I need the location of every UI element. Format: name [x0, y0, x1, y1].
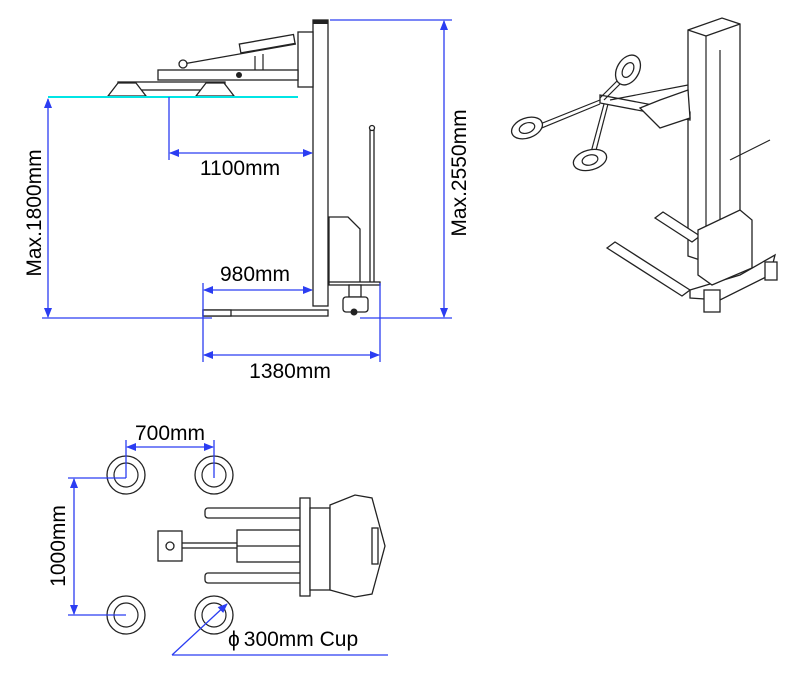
cylinder-pin	[178, 59, 188, 69]
cylinder-rod	[182, 43, 297, 65]
handle	[369, 128, 375, 284]
dim-cup-length: 1000mm	[47, 505, 70, 587]
dim-overall-length: 1380mm	[249, 360, 331, 383]
dim-reach: 1100mm	[200, 157, 280, 180]
caster-mount	[348, 284, 362, 298]
iso-cup-2	[510, 116, 544, 140]
top-carriage	[299, 497, 311, 597]
side-view	[48, 19, 381, 317]
dim-cup-width: 700mm	[135, 422, 205, 445]
iso-cup-1	[614, 54, 642, 86]
diameter-symbol: ϕ	[228, 628, 240, 651]
battery-housing	[328, 216, 361, 284]
iso-wheel	[703, 289, 721, 313]
mast	[312, 19, 329, 307]
side-dimensions: 1100mm Max.1800mm 980mm 1380mm Max.2550m…	[23, 19, 471, 383]
iso-handle	[729, 139, 771, 161]
cylinder-body	[238, 33, 296, 54]
pivot-pin	[236, 72, 242, 78]
isometric-view	[510, 17, 778, 313]
arm-beam	[157, 69, 299, 81]
top-body	[329, 494, 386, 598]
dim-total-height: Max.2550mm	[448, 109, 471, 236]
carriage-plate	[297, 31, 314, 88]
iso-battery	[697, 209, 753, 286]
dim-lift-height: Max.1800mm	[23, 149, 46, 276]
mast-cap	[313, 20, 328, 24]
dim-fork-length: 980mm	[220, 263, 290, 286]
top-view	[106, 455, 386, 635]
iso-fork-front	[605, 241, 692, 297]
top-fork-lower	[204, 572, 306, 584]
iso-cup-3	[572, 148, 608, 172]
top-fork-upper	[204, 507, 306, 519]
iso-arm-3	[589, 103, 605, 157]
